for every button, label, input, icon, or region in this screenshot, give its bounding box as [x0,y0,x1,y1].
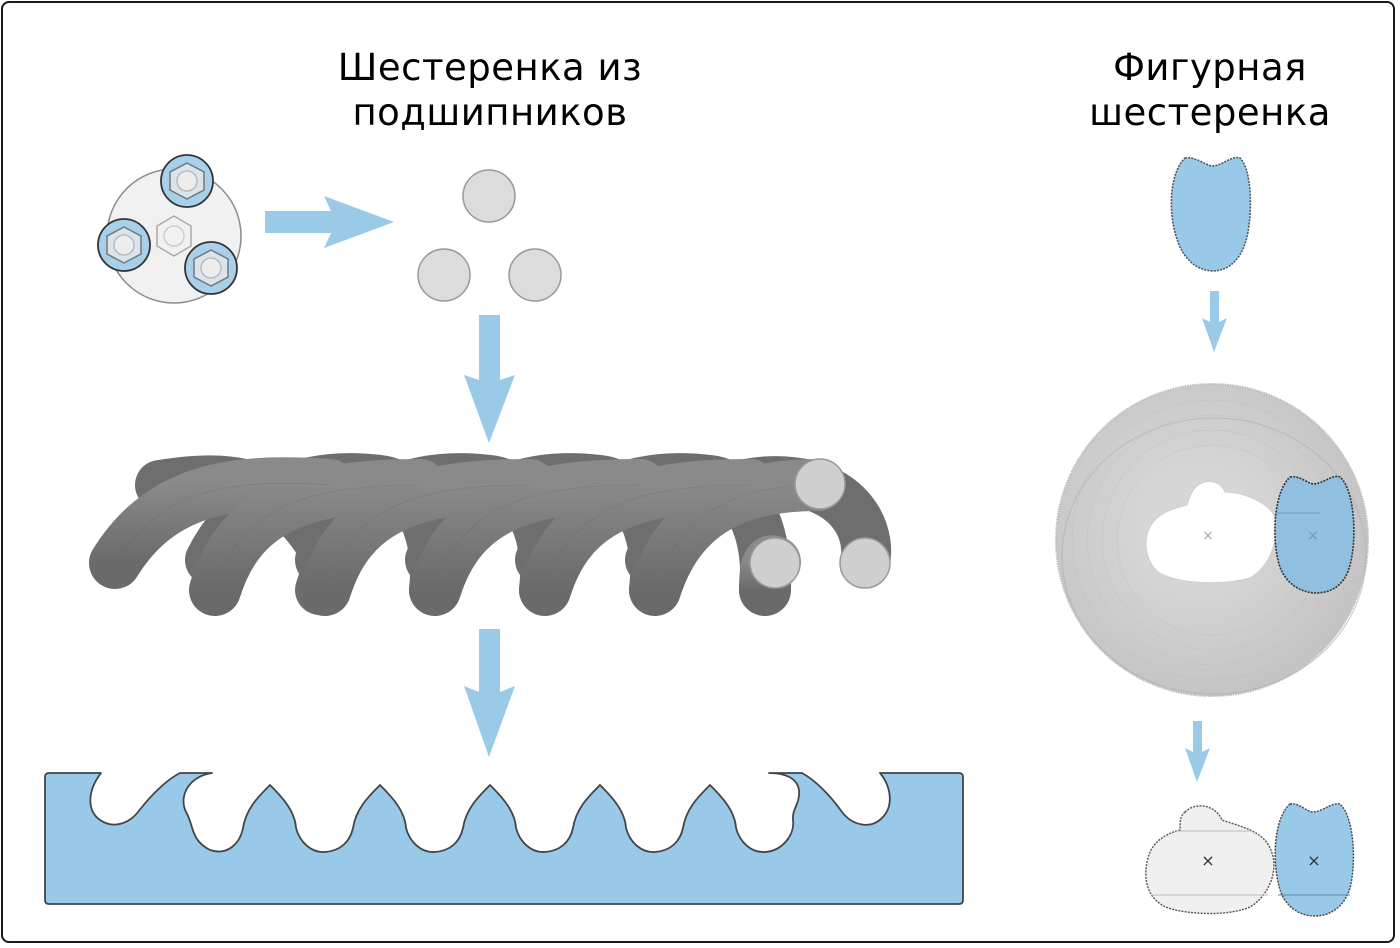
arrow-down-icon [1185,721,1210,782]
figured-gear-profile [1170,156,1252,272]
bearing-assembly [97,154,242,304]
figured-gear-mate [1274,803,1355,917]
roller-end-cap [839,537,891,589]
bearing-2 [97,218,151,272]
figured-gear-on-envelope [1274,475,1355,594]
center-mark-icon: × [1307,851,1320,870]
roller [462,169,516,223]
center-hex-nut [156,215,192,257]
center-mark-icon: × [1201,851,1214,870]
three-rollers [417,169,562,302]
generated-gear-pair: × × [1145,803,1355,917]
center-mark-icon: × [1307,528,1319,544]
envelope-inner-hole [1145,480,1277,584]
center-mark-icon: × [1202,528,1214,544]
left-panel-title: Шестеренка из подшипников [300,45,680,135]
right-title-line2: шестеренка [1089,91,1331,134]
left-title-line1: Шестеренка из [337,46,643,89]
swept-envelope: × × [1055,383,1369,697]
right-panel-title: Фигурная шестеренка [1050,45,1370,135]
arrow-down-icon [464,629,515,757]
arrow-down-icon [464,315,515,443]
generated-gear-rack [44,772,964,905]
roller [508,248,562,302]
generated-figured-gear [1145,805,1275,915]
arrow-right-icon [265,196,394,248]
bearing-1 [160,154,214,208]
roller-end-cap [794,458,846,510]
roller [417,248,471,302]
right-title-line1: Фигурная [1113,46,1307,89]
left-title-line2: подшипников [352,91,628,134]
roller-end-cap [749,537,801,589]
helical-swept-rollers [89,453,892,616]
arrow-down-icon [1202,291,1227,352]
bearing-3 [184,241,238,295]
